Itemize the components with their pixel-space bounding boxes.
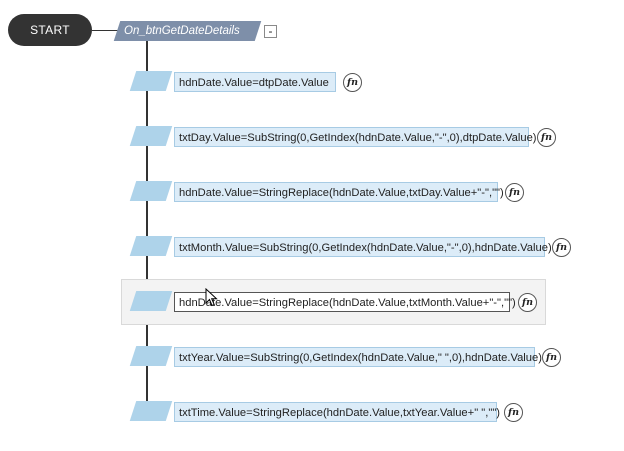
statement-marker[interactable] — [129, 126, 173, 146]
function-icon[interactable]: fn — [504, 403, 523, 422]
statement-box[interactable]: txtYear.Value=SubString(0,GetIndex(hdnDa… — [174, 347, 542, 367]
statement-box[interactable]: txtTime.Value=StringReplace(hdnDate.Valu… — [174, 402, 500, 422]
statement-marker[interactable] — [129, 346, 173, 366]
mouse-pointer-icon — [205, 288, 218, 307]
statement-marker[interactable] — [129, 236, 173, 256]
event-label[interactable]: On_btnGetDateDetails — [124, 25, 240, 37]
flow-spine — [146, 41, 148, 418]
function-icon[interactable]: fn — [552, 238, 571, 257]
statement-box[interactable]: txtDay.Value=SubString(0,GetIndex(hdnDat… — [174, 127, 537, 147]
start-node[interactable]: START — [8, 14, 92, 46]
function-icon[interactable]: fn — [542, 348, 561, 367]
statement-marker[interactable] — [129, 71, 173, 91]
function-icon[interactable]: fn — [505, 183, 524, 202]
start-connector — [92, 30, 122, 31]
statement-box[interactable]: hdnDate.Value=StringReplace(hdnDate.Valu… — [174, 182, 504, 202]
statement-marker[interactable] — [129, 401, 173, 421]
function-icon[interactable]: fn — [537, 128, 556, 147]
statement-box[interactable]: txtMonth.Value=SubString(0,GetIndex(hdnD… — [174, 237, 552, 257]
statement-box[interactable]: hdnDate.Value=dtpDate.Value — [174, 72, 336, 92]
statement-box-selected[interactable]: hdnDate.Value=StringReplace(hdnDate.Valu… — [174, 292, 516, 312]
function-icon[interactable]: fn — [343, 73, 362, 92]
function-icon[interactable]: fn — [518, 293, 537, 312]
collapse-button[interactable]: - — [264, 25, 277, 38]
statement-marker[interactable] — [129, 181, 173, 201]
statement-marker[interactable] — [129, 291, 173, 311]
